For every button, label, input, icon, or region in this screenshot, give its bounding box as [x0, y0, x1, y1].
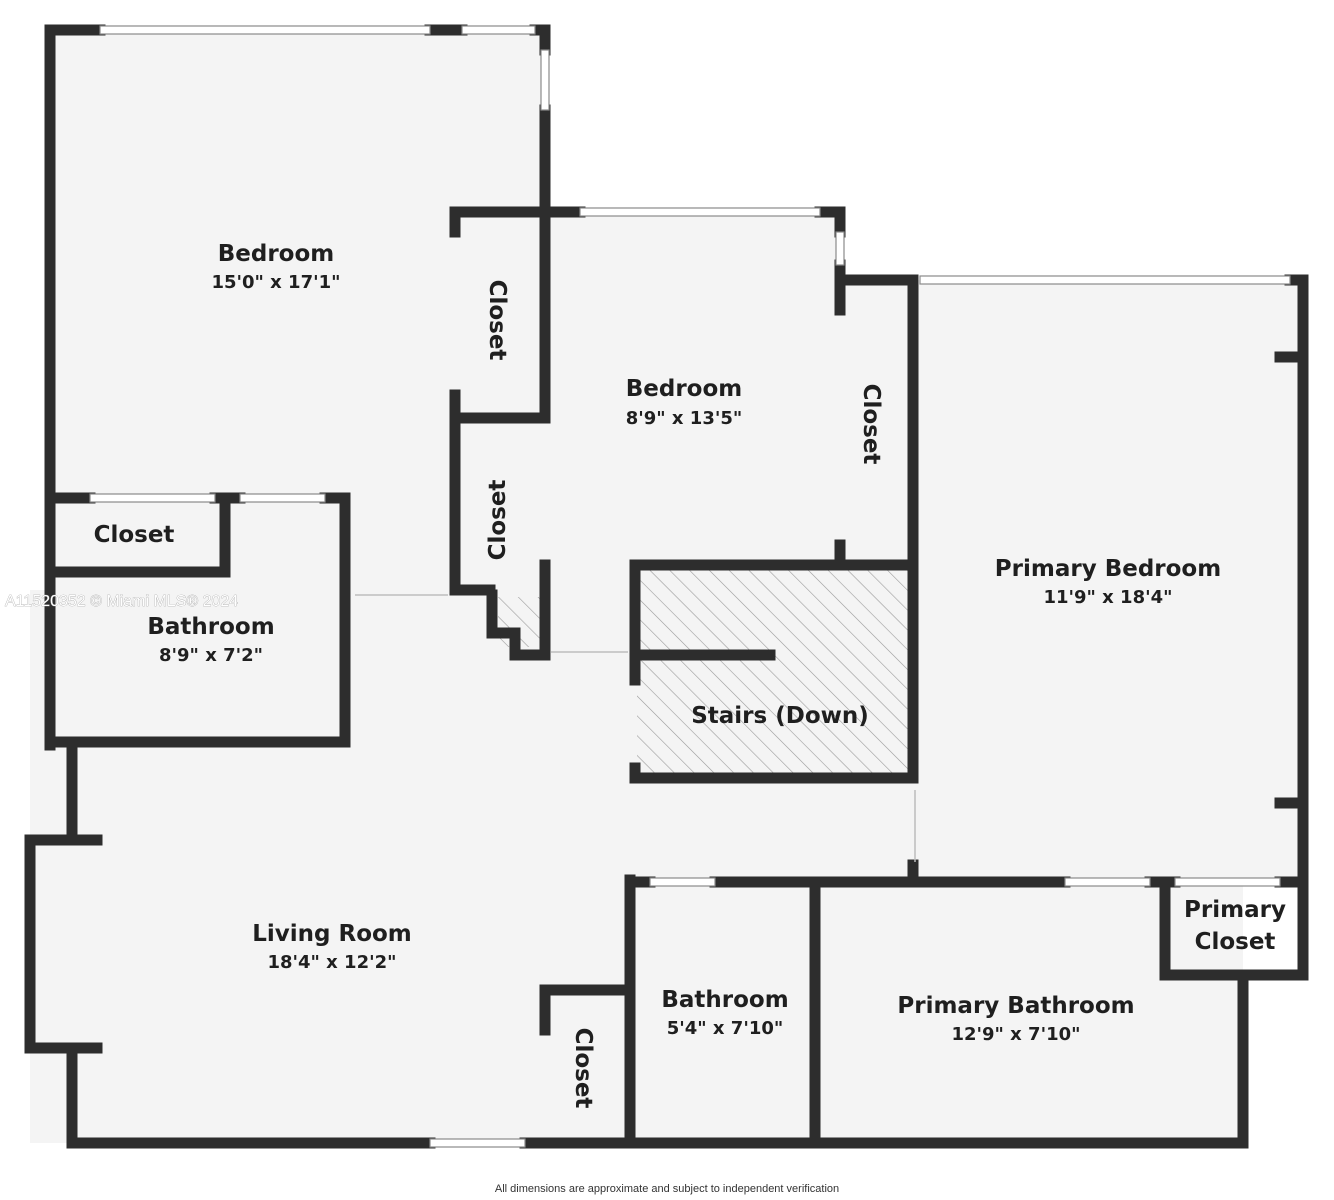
bedroom-left-name: Bedroom — [218, 241, 335, 267]
bathroom-left-name: Bathroom — [147, 614, 274, 640]
windows — [89, 25, 1291, 1148]
bathroom-small-name: Bathroom — [661, 987, 788, 1013]
closet-left-label: Closet — [94, 522, 175, 548]
closet-mid-right-label: Closet — [858, 384, 884, 465]
living-room-name: Living Room — [252, 921, 412, 947]
closet-bottom-label: Closet — [570, 1028, 596, 1109]
bathroom-left-dims: 8'9" x 7'2" — [159, 645, 263, 666]
closet-lower-label: Closet — [485, 480, 511, 561]
footer-disclaimer: All dimensions are approximate and subje… — [495, 1183, 839, 1195]
stairs-label: Stairs (Down) — [691, 703, 869, 729]
mls-watermark: A11520352 © Miami MLS® 2024 — [5, 593, 238, 610]
walls — [24, 24, 1309, 1149]
primary-closet-line1: Primary — [1184, 897, 1286, 923]
bedroom-mid-dims: 8'9" x 13'5" — [626, 408, 743, 429]
closet-upper-label: Closet — [484, 280, 510, 361]
primary-closet-line2: Closet — [1195, 929, 1276, 955]
primary-bathroom-name: Primary Bathroom — [897, 993, 1134, 1019]
primary-bedroom-dims: 11'9" x 18'4" — [1043, 587, 1172, 608]
bedroom-mid-name: Bedroom — [626, 376, 743, 402]
openings — [355, 594, 916, 862]
stairs-hatch — [637, 568, 910, 776]
primary-bathroom-dims: 12'9" x 7'10" — [951, 1024, 1080, 1045]
bedroom-left-dims: 15'0" x 17'1" — [211, 272, 340, 293]
living-room-dims: 18'4" x 12'2" — [267, 952, 396, 973]
primary-bedroom-name: Primary Bedroom — [995, 556, 1221, 582]
bathroom-small-dims: 5'4" x 7'10" — [667, 1018, 784, 1039]
